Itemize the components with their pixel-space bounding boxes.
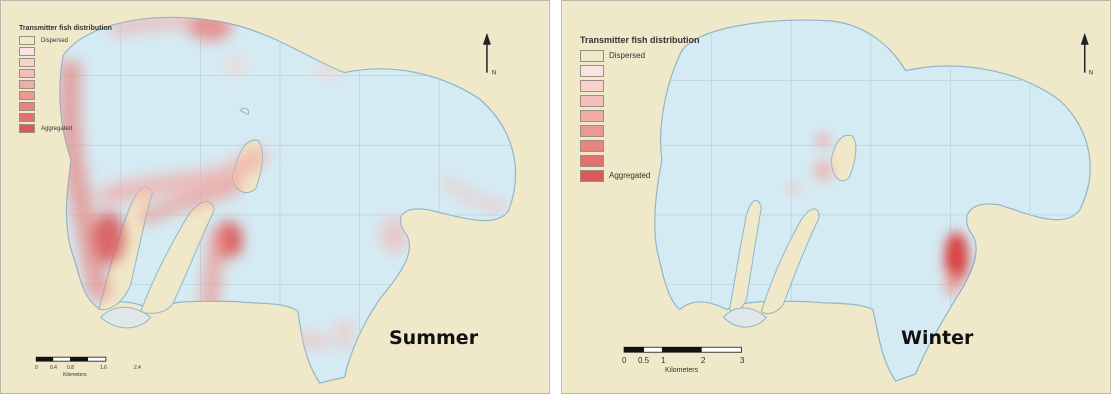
legend-row [580, 138, 700, 153]
legend-swatch [580, 64, 604, 77]
land-features [722, 134, 857, 328]
scale-tick: 3 [740, 356, 745, 365]
legend-row [19, 112, 112, 123]
scale-tick: 1 [661, 356, 666, 365]
legend-swatch [580, 169, 604, 182]
legend-swatch [580, 49, 604, 62]
legend-swatch [580, 109, 604, 122]
legend-swatch [580, 79, 604, 92]
legend-row [19, 79, 112, 90]
legend-row [580, 63, 700, 78]
map-legend: Transmitter fish distribution Dispersed … [580, 35, 700, 183]
legend-label-aggregated: Aggregated [41, 125, 73, 132]
legend-swatch [19, 80, 35, 89]
scale-tick-labels: 0 0.4 0.8 1.6 2.4 [35, 365, 141, 373]
scale-tick: 2 [701, 356, 706, 365]
legend-label-dispersed: Dispersed [609, 51, 646, 60]
scale-bar [35, 356, 107, 362]
legend-row [19, 101, 112, 112]
season-label: Summer [389, 327, 479, 349]
legend-row [580, 78, 700, 93]
legend-swatch [19, 47, 35, 56]
summer-map-panel: N Transmitter fish distribution Disperse… [0, 0, 550, 394]
north-arrow [1080, 32, 1089, 73]
legend-row-aggregated: Aggregated [19, 123, 112, 134]
winter-map-panel: N Transmitter fish distribution Disperse… [561, 0, 1111, 394]
legend-row [580, 123, 700, 138]
scale-tick-labels: 0 0.5 1 2 3 [622, 356, 754, 366]
legend-row-dispersed: Dispersed [580, 48, 700, 63]
legend-swatch [580, 124, 604, 137]
winter-map: N [562, 1, 1110, 393]
scale-unit: Kilometers [665, 367, 699, 374]
legend-title: Transmitter fish distribution [580, 35, 700, 45]
season-label: Winter [901, 327, 974, 349]
scale-tick: 0.5 [638, 356, 650, 365]
legend-label-aggregated: Aggregated [609, 171, 651, 180]
scale-tick: 0.8 [67, 365, 74, 371]
legend-label-dispersed: Dispersed [41, 37, 69, 44]
north-arrow-label: N [1089, 71, 1093, 77]
scale-tick: 0 [622, 356, 627, 365]
summer-map: N [1, 1, 549, 393]
scale-bar [623, 346, 742, 353]
legend-swatch [19, 69, 35, 78]
legend-swatch [580, 154, 604, 167]
legend-title: Transmitter fish distribution [19, 25, 112, 32]
legend-row-aggregated: Aggregated [580, 168, 700, 183]
legend-swatch [580, 94, 604, 107]
north-arrow [482, 32, 491, 73]
north-arrow-label: N [492, 71, 496, 77]
scale-tick: 0.4 [50, 365, 57, 371]
legend-row [19, 68, 112, 79]
legend-row [19, 57, 112, 68]
legend-swatch [19, 58, 35, 67]
legend-row [580, 153, 700, 168]
scale-tick: 1.6 [100, 365, 107, 371]
legend-row-dispersed: Dispersed [19, 35, 112, 46]
legend-swatch [19, 91, 35, 100]
legend-swatch [19, 113, 35, 122]
legend-swatch [19, 102, 35, 111]
scale-unit: Kilometers [63, 372, 87, 378]
legend-swatch [580, 139, 604, 152]
legend-row [580, 108, 700, 123]
legend-row [19, 46, 112, 57]
land-features [98, 107, 264, 329]
legend-swatch [19, 36, 35, 45]
legend-swatch [19, 124, 35, 133]
scale-tick: 0 [35, 365, 38, 371]
scale-tick: 2.4 [134, 365, 141, 371]
legend-row [580, 93, 700, 108]
legend-row [19, 90, 112, 101]
map-legend: Transmitter fish distribution Dispersed … [19, 25, 112, 134]
